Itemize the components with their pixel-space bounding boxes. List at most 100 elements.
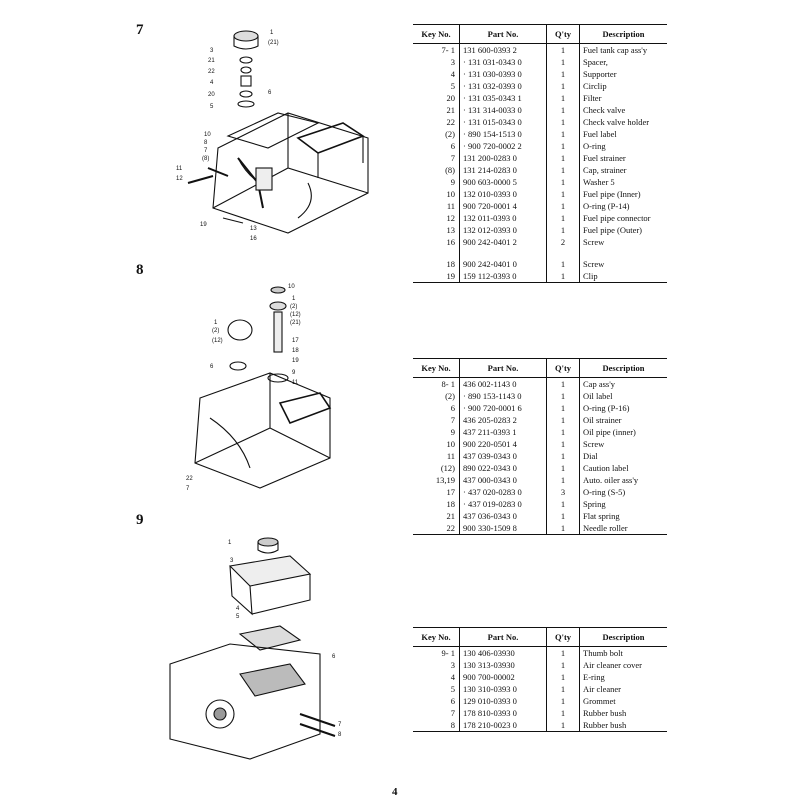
cell-part-no: 130 313-03930: [459, 659, 547, 671]
cell-qty: 1: [546, 188, 580, 200]
cell-qty: 1: [546, 258, 580, 270]
cell-description: Dial: [579, 450, 667, 462]
cell-part-no: · 890 154-1513 0: [459, 128, 547, 140]
svg-text:1: 1: [292, 296, 296, 302]
engine-housing-illustration: [169, 643, 336, 760]
svg-text:9: 9: [292, 370, 296, 376]
svg-text:21: 21: [208, 58, 215, 64]
column-header-key-no: Key No.: [413, 627, 460, 647]
cell-description: O-ring (P-16): [579, 402, 667, 414]
cell-part-no: 437 000-0343 0: [459, 474, 547, 486]
cell-key-no: (2): [445, 390, 455, 401]
cell-description: Fuel tank cap ass'y: [579, 43, 667, 56]
cell-qty: 1: [546, 438, 580, 450]
column-header-key-no: Key No.: [413, 24, 460, 44]
cell-description: Circlip: [579, 80, 667, 92]
svg-text:5: 5: [210, 104, 214, 110]
cell-description: Cap, strainer: [579, 164, 667, 176]
cell-key-no: 3: [450, 659, 455, 670]
cell-description: Grommet: [579, 695, 667, 707]
svg-text:(12): (12): [212, 338, 223, 344]
cell-part-no: 178 210-0023 0: [459, 719, 547, 732]
svg-text:7: 7: [338, 722, 342, 728]
cell-part-no: · 437 020-0283 0: [459, 486, 547, 498]
cell-part-no: 437 036-0343 0: [459, 510, 547, 522]
svg-text:6: 6: [268, 90, 272, 96]
cell-qty: 1: [546, 116, 580, 128]
cell-part-no: · 131 031-0343 0: [459, 56, 547, 68]
cell-qty: 1: [546, 462, 580, 474]
cell-qty: 1: [546, 56, 580, 68]
cell-description: Screw: [579, 236, 667, 248]
column-header-part-no: Part No.: [459, 24, 547, 44]
cell-description: Air cleaner: [579, 683, 667, 695]
cell-key-no: (12): [440, 462, 455, 473]
thumb-bolt-illustration: [257, 537, 279, 554]
cell-description: E-ring: [579, 671, 667, 683]
svg-text:7: 7: [186, 486, 190, 492]
cell-qty: [546, 248, 580, 258]
page-number: 4: [392, 786, 398, 798]
svg-text:(2): (2): [290, 304, 297, 310]
cell-key-no: 11: [446, 450, 455, 461]
svg-text:8: 8: [338, 732, 342, 738]
cell-key-no: 9- 1: [441, 647, 455, 658]
cell-qty: 1: [546, 426, 580, 438]
cell-key-no: [413, 248, 460, 258]
svg-text:11: 11: [176, 166, 183, 172]
cell-key-no: 4: [450, 671, 455, 682]
cell-description: Rubber bush: [579, 707, 667, 719]
cell-description: Fuel pipe connector: [579, 212, 667, 224]
cell-qty: 1: [546, 498, 580, 510]
cell-qty: 1: [546, 414, 580, 426]
column-header-description: Description: [579, 627, 667, 647]
column-header-qty: Q'ty: [546, 24, 580, 44]
cell-key-no: 3: [450, 56, 455, 67]
cell-description: Check valve holder: [579, 116, 667, 128]
svg-text:20: 20: [208, 92, 215, 98]
svg-text:(12): (12): [290, 312, 301, 318]
cell-key-no: 9: [450, 426, 455, 437]
cell-description: Oil label: [579, 390, 667, 402]
cell-description: Spring: [579, 498, 667, 510]
cell-qty: 1: [546, 212, 580, 224]
cell-part-no: 131 600-0393 2: [459, 43, 547, 56]
cell-part-no: 130 310-0393 0: [459, 683, 547, 695]
cell-part-no: [459, 248, 547, 258]
cell-part-no: 132 011-0393 0: [459, 212, 547, 224]
cell-description: Fuel pipe (Inner): [579, 188, 667, 200]
cell-qty: 1: [546, 80, 580, 92]
cell-qty: 1: [546, 707, 580, 719]
svg-text:(2): (2): [212, 328, 219, 334]
column-header-key-no: Key No.: [413, 358, 460, 378]
cell-description: [579, 248, 667, 258]
cell-description: Oil pipe (inner): [579, 426, 667, 438]
cell-qty: 1: [546, 377, 580, 390]
column-header-part-no: Part No.: [459, 358, 547, 378]
cell-key-no: 21: [446, 104, 456, 115]
svg-text:22: 22: [186, 476, 193, 482]
cell-qty: 3: [546, 486, 580, 498]
